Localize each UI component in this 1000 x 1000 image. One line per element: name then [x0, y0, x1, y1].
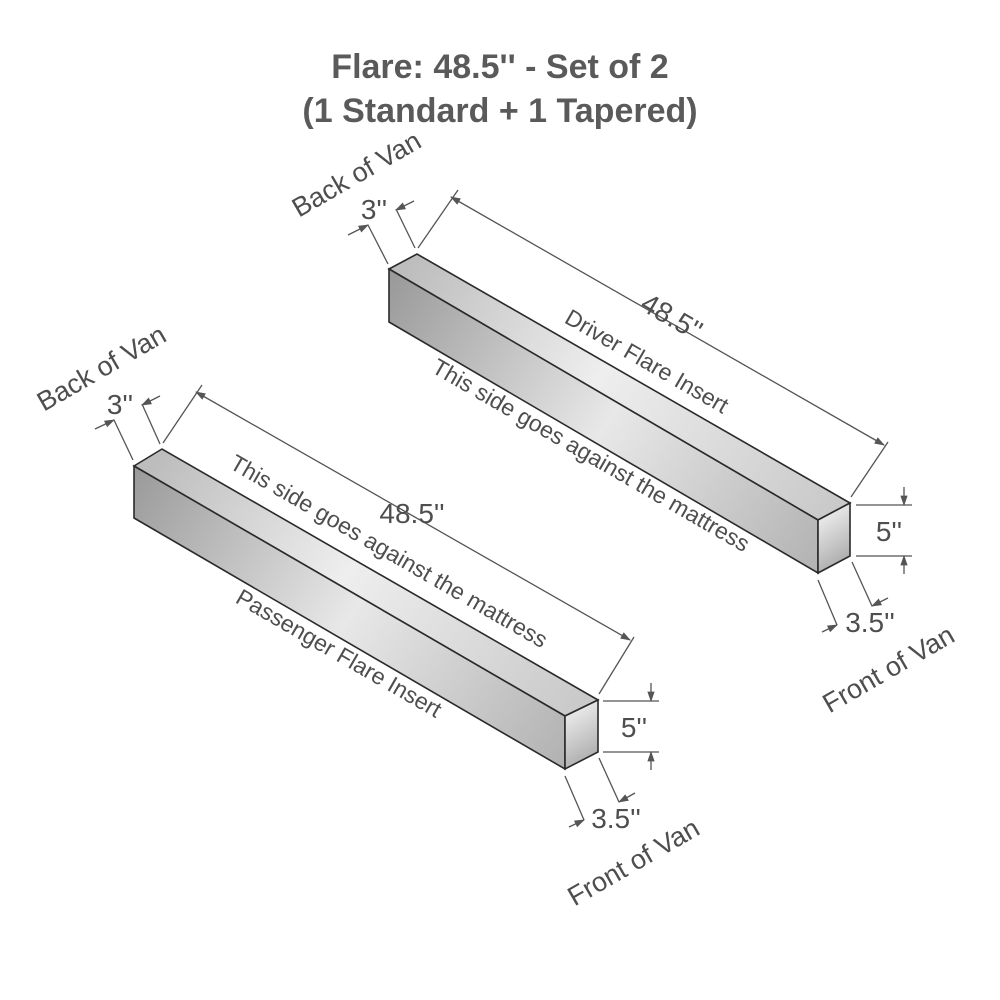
passenger-length-label: 48.5'' [379, 498, 444, 529]
driver-height-label: 5'' [876, 516, 902, 547]
driver-back-of-van-label: Back of Van [287, 125, 426, 223]
passenger-back-of-van-label: Back of Van [32, 319, 171, 417]
passenger-length-extension-front [598, 636, 635, 695]
passenger-insert-end-face [564, 698, 599, 771]
driver-back-width-extension-left [367, 224, 389, 265]
driver-back-width-arrow-right [395, 200, 415, 211]
driver-length-dimension-line [450, 196, 885, 446]
passenger-back-width-arrow-left [94, 419, 115, 430]
passenger-front-width-extension-left [564, 775, 585, 821]
passenger-front-width-arrow-left [568, 819, 585, 828]
driver-length-label: 48.5'' [636, 287, 708, 346]
driver-front-width-arrow-left [821, 624, 838, 633]
driver-back-width-extension-right [395, 208, 416, 249]
passenger-length-dimension-line [195, 391, 631, 641]
driver-back-width-arrow-left [347, 224, 369, 236]
passenger-length-extension-back [162, 384, 203, 444]
passenger-back-width-extension-left [113, 419, 134, 461]
passenger-back-width-label: 3'' [107, 389, 133, 420]
driver-length-extension-front [850, 441, 889, 498]
driver-insert-end-face [817, 501, 851, 575]
diagram-title-line-2: (1 Standard + 1 Tapered) [302, 92, 697, 130]
driver-front-width-arrow-right [871, 597, 889, 607]
passenger-back-width-arrow-right [141, 395, 161, 406]
passenger-front-width-label: 3.5'' [591, 803, 641, 834]
passenger-flare-insert [132, 448, 600, 771]
passenger-back-width-extension-right [141, 403, 161, 445]
passenger-height-label: 5'' [621, 712, 647, 743]
passenger-front-width-extension-right [598, 757, 620, 803]
driver-back-width-label: 3'' [361, 194, 387, 225]
driver-length-extension-back [417, 189, 459, 249]
driver-insert-side-face [388, 267, 819, 575]
diagram-title-line-1: Flare: 48.5'' - Set of 2 [331, 48, 668, 86]
driver-front-width-extension-right [851, 561, 873, 607]
passenger-front-width-arrow-right [618, 792, 636, 803]
driver-front-width-extension-left [817, 579, 838, 626]
driver-front-width-label: 3.5'' [845, 607, 895, 638]
driver-flare-insert [387, 253, 852, 575]
